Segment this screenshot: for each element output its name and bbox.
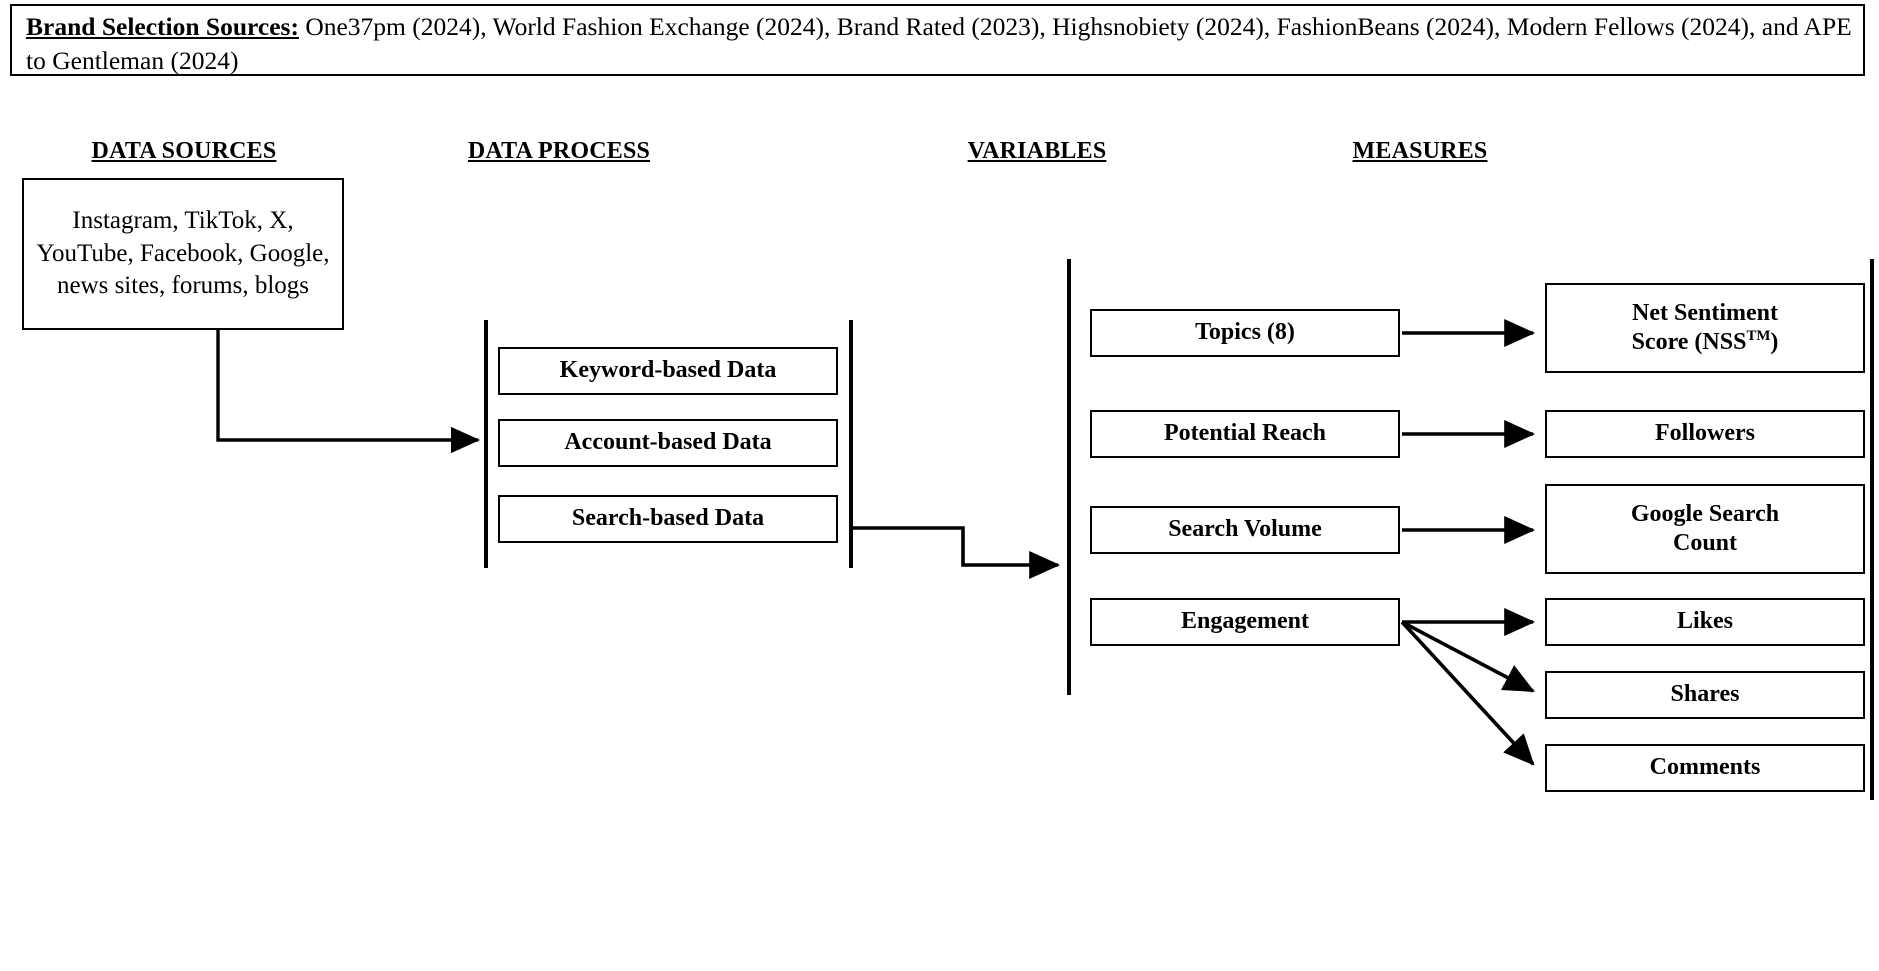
measure-box-shares: Shares	[1545, 671, 1865, 719]
edge-engagement-to-comments	[1400, 620, 1535, 766]
measure-line-2-text: Score (NSS	[1631, 329, 1747, 355]
measure-line-2: Count	[1672, 530, 1738, 556]
heading-variables: VARIABLES	[967, 138, 1107, 164]
variable-box-search-volume: Search Volume	[1090, 506, 1400, 554]
variable-box-topics: Topics (8)	[1090, 309, 1400, 357]
measure-line-1: Net Sentiment	[1632, 299, 1778, 326]
measure-box-comments: Comments	[1545, 744, 1865, 792]
banner-text: Brand Selection Sources: One37pm (2024),…	[12, 6, 1863, 78]
heading-data-sources: DATA SOURCES	[91, 138, 277, 164]
edge-engagement-to-shares	[1401, 620, 1535, 693]
measure-box-net-sentiment-score: Net Sentiment Score (NSSTM)	[1545, 283, 1865, 373]
banner-label: Brand Selection Sources:	[26, 12, 299, 41]
heading-data-process: DATA PROCESS	[467, 138, 651, 164]
process-box-account-based-data: Account-based Data	[498, 419, 838, 467]
banner-body: One37pm (2024), World Fashion Exchange (…	[26, 12, 1852, 75]
process-box-search-based-data: Search-based Data	[498, 495, 838, 543]
data-sources-box: Instagram, TikTok, X, YouTube, Facebook,…	[22, 178, 344, 330]
brand-selection-sources-banner: Brand Selection Sources: One37pm (2024),…	[10, 4, 1865, 76]
measure-line-1: Google Search	[1630, 500, 1780, 527]
edge-process-to-variables	[851, 526, 1061, 580]
process-box-keyword-based-data: Keyword-based Data	[498, 347, 838, 395]
variable-box-engagement: Engagement	[1090, 598, 1400, 646]
heading-measures: MEASURES	[1352, 138, 1488, 164]
measure-box-likes: Likes	[1545, 598, 1865, 646]
edge-sources-to-process	[216, 330, 481, 454]
measure-line-2: Score (NSSTM)	[1632, 328, 1779, 357]
measure-line-2-tail: )	[1770, 329, 1779, 355]
variable-box-potential-reach: Potential Reach	[1090, 410, 1400, 458]
trademark-superscript: TM	[1746, 328, 1771, 344]
measure-box-google-search-count: Google Search Count	[1545, 484, 1865, 574]
measure-box-followers: Followers	[1545, 410, 1865, 458]
